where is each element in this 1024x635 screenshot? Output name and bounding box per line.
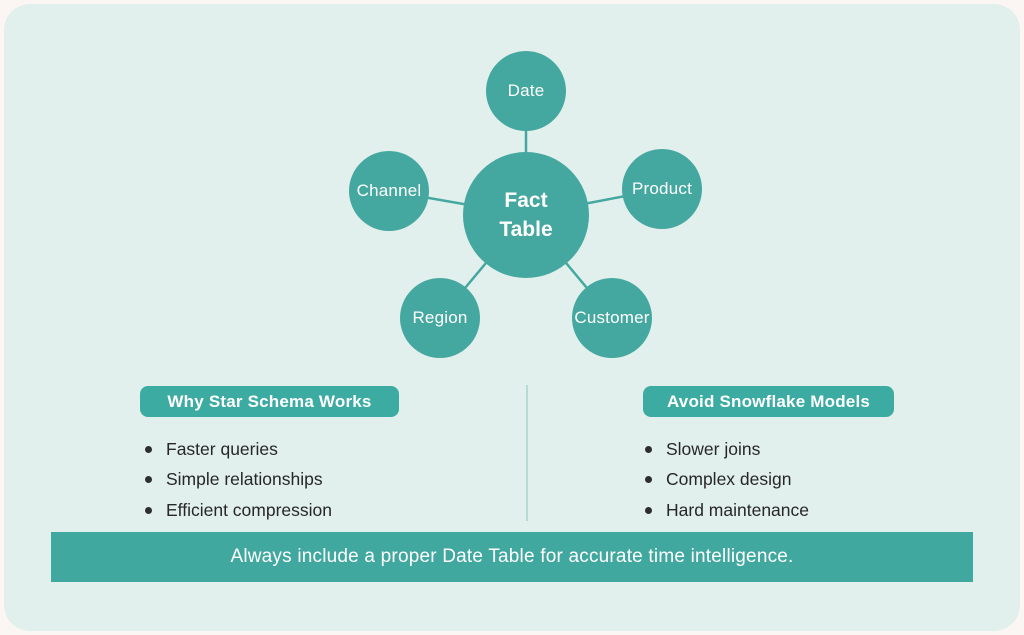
list-item: Complex design: [645, 465, 809, 496]
star-schema-benefits-list: Faster queries Simple relationships Effi…: [145, 434, 332, 526]
bullet-dot: [145, 506, 152, 514]
snowflake-drawbacks-list: Slower joins Complex design Hard mainten…: [645, 434, 809, 526]
list-item-label: Complex design: [666, 469, 792, 490]
footer-note-banner: Always include a proper Date Table for a…: [51, 532, 973, 582]
fact-table-label-line2: Table: [499, 218, 553, 241]
list-item-label: Hard maintenance: [666, 499, 809, 520]
section-title-star-schema-label: Why Star Schema Works: [167, 391, 372, 411]
dimension-circle-channel: Channel: [349, 151, 429, 231]
list-item-label: Simple relationships: [166, 469, 323, 490]
dimension-label-channel: Channel: [356, 181, 422, 200]
list-item: Efficient compression: [145, 495, 332, 526]
dimension-circle-region: Region: [400, 278, 480, 358]
dimension-circle-product: Product: [622, 149, 702, 229]
section-title-star-schema: Why Star Schema Works: [140, 386, 399, 417]
list-item: Simple relationships: [145, 465, 332, 496]
bullet-dot: [645, 476, 652, 484]
section-title-snowflake-label: Avoid Snowflake Models: [666, 391, 871, 411]
dimension-label-region: Region: [412, 308, 468, 327]
fact-table-label-line1: Fact: [504, 189, 548, 212]
section-title-snowflake: Avoid Snowflake Models: [643, 386, 894, 417]
list-item-label: Slower joins: [666, 438, 761, 459]
footer-note-text: Always include a proper Date Table for a…: [230, 546, 794, 567]
infographic-card: Date Channel Product Region Customer Fac…: [4, 4, 1020, 631]
bullet-dot: [145, 476, 152, 484]
dimension-circle-customer: Customer: [572, 278, 652, 358]
list-item: Hard maintenance: [645, 495, 809, 526]
fact-table-circle: Fact Table: [463, 152, 589, 278]
list-item: Slower joins: [645, 434, 809, 465]
dimension-circle-date: Date: [486, 51, 566, 131]
dimension-label-customer: Customer: [574, 308, 650, 327]
list-item: Faster queries: [145, 434, 332, 465]
dimension-label-date: Date: [507, 81, 545, 100]
bullet-dot: [645, 506, 652, 514]
section-divider: [526, 385, 528, 521]
bullet-dot: [645, 445, 652, 453]
list-item-label: Efficient compression: [166, 499, 333, 520]
list-item-label: Faster queries: [166, 438, 278, 459]
bullet-dot: [145, 445, 152, 453]
dimension-label-product: Product: [632, 179, 692, 198]
